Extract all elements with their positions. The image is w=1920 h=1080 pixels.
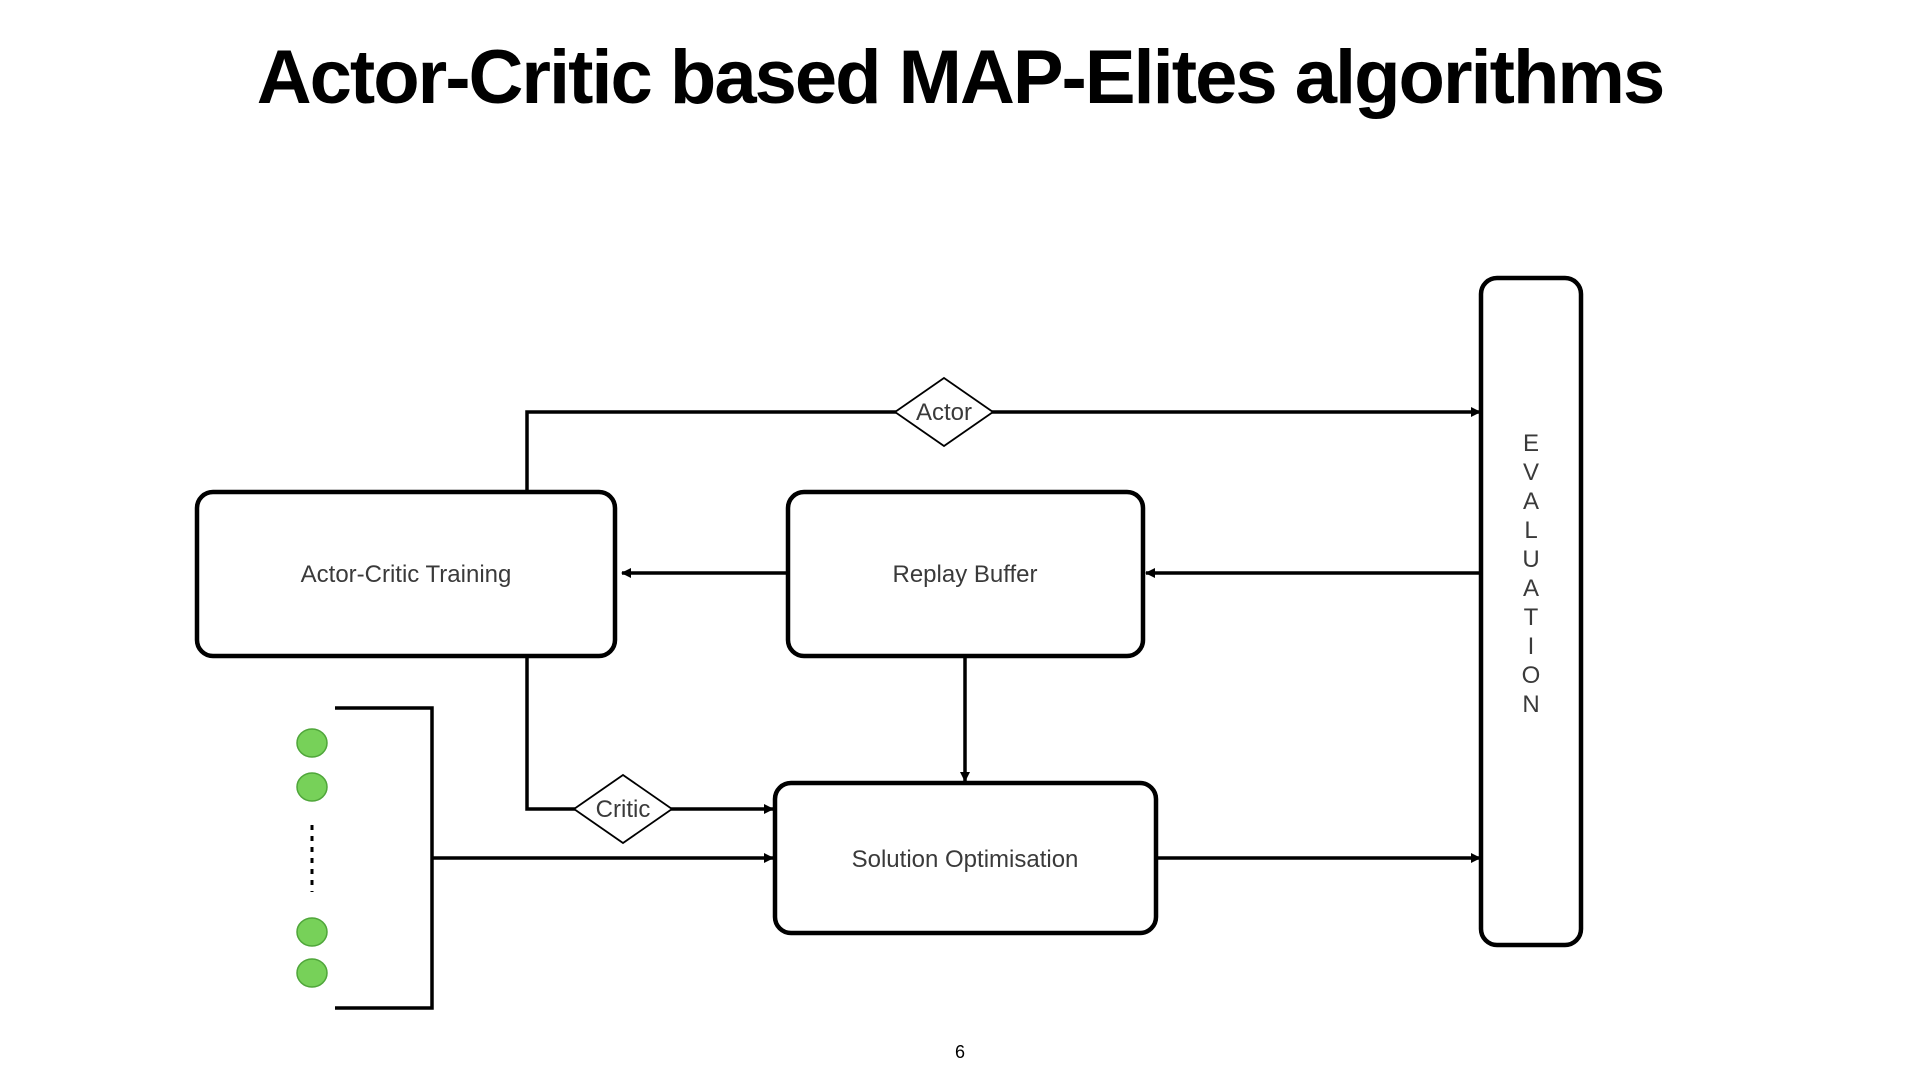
evaluation-letter: A — [1523, 575, 1539, 602]
evaluation-letter: T — [1524, 604, 1539, 631]
evaluation-letter: N — [1522, 691, 1539, 718]
population-bracket — [335, 706, 434, 1010]
page-number: 6 — [954, 1042, 965, 1062]
box-replay-buffer: Replay Buffer — [785, 489, 1146, 659]
population — [296, 728, 328, 988]
evaluation-letter: U — [1522, 546, 1539, 573]
population-dot — [296, 728, 328, 758]
population-dot — [296, 772, 328, 802]
evaluation-letter: L — [1524, 517, 1537, 544]
slide-title: Actor-Critic based MAP-Elites algorithms — [256, 35, 1666, 120]
box-actor-critic-training: Actor-Critic Training — [194, 489, 618, 659]
solution-optimisation-label: Solution Optimisation — [852, 846, 1079, 873]
evaluation-letter: E — [1523, 430, 1539, 457]
diamond-critic: Critic — [572, 773, 674, 845]
evaluation-letter: O — [1522, 662, 1541, 689]
box-solution-optimisation: Solution Optimisation — [772, 780, 1159, 936]
critic-connector — [525, 656, 774, 814]
population-dot — [296, 958, 328, 988]
population-dot — [296, 917, 328, 947]
actor-diamond-label: Actor — [916, 399, 972, 426]
evaluation-letter: A — [1523, 488, 1539, 515]
actor-connector — [525, 407, 1481, 492]
diamond-actor: Actor — [893, 376, 995, 448]
critic-diamond-label: Critic — [596, 796, 651, 823]
evaluation-letter: V — [1523, 459, 1539, 486]
connectors — [335, 407, 1481, 1010]
replay-buffer-label: Replay Buffer — [893, 561, 1038, 588]
actor-critic-training-label: Actor-Critic Training — [301, 561, 512, 588]
evaluation-letter: I — [1528, 633, 1535, 660]
